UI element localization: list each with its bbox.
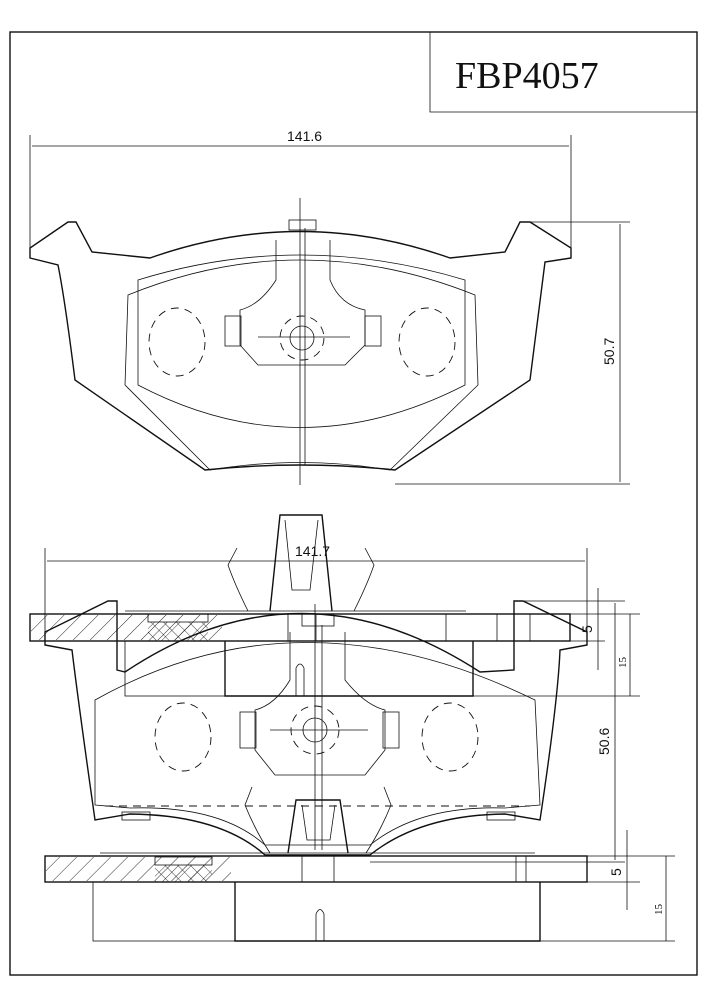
spring-clip-outline: [239, 240, 366, 366]
friction-material-section: [124, 640, 226, 697]
clip-tab-right: [382, 711, 400, 749]
pad-bottom-side-view: 5 15: [44, 786, 675, 942]
center-hole-ring: [290, 705, 340, 755]
clip-tab-left: [224, 315, 242, 347]
hole-right: [421, 702, 479, 772]
width-label: 141.6: [287, 128, 322, 144]
friction-material-outline: [124, 259, 479, 471]
hole-left: [148, 307, 206, 377]
spring-clip-inner: [284, 519, 319, 591]
spring-clip-inner: [301, 804, 336, 841]
slot: [315, 909, 325, 941]
hole-left: [154, 702, 212, 772]
center-hole: [302, 717, 328, 743]
friction-material-section-upper: [148, 622, 208, 641]
spring-clip-body: [269, 514, 333, 612]
friction-material-section: [92, 881, 236, 942]
friction-outline: [234, 882, 541, 942]
height-label: 50.7: [601, 338, 617, 365]
backing-plate-outline: [29, 221, 572, 471]
pad-bottom-front-view: 141.7 50.6: [44, 543, 625, 863]
friction-material-outline: [94, 642, 541, 846]
tab-left: [121, 811, 151, 821]
friction-outline: [224, 641, 474, 697]
tab-right: [486, 811, 516, 821]
plate-thickness-label: 5: [608, 868, 624, 876]
spring-clip-body: [287, 799, 349, 854]
slot: [295, 663, 305, 696]
center-hole-ring: [279, 315, 325, 361]
pad-top-side-view: 5 15: [29, 514, 640, 697]
pad-top-front-view: 141.6 50.7: [29, 128, 630, 485]
spring-clip-arm-right: [353, 547, 375, 612]
clip-tab-left: [239, 711, 257, 749]
clip-tab-right: [364, 315, 382, 347]
total-thickness-label: 15: [653, 904, 665, 916]
sensor-tab: [301, 855, 335, 883]
friction-inner-outline: [137, 254, 466, 428]
spring-clip-arm-left: [244, 786, 271, 854]
spring-clip-arm-left: [227, 547, 249, 612]
part-number: FBP4057: [455, 55, 599, 97]
title-box: [429, 32, 697, 113]
center-hole: [289, 325, 315, 351]
total-thickness-label: 15: [617, 657, 629, 669]
center-tab: [288, 219, 317, 231]
drawing-frame: [9, 31, 698, 976]
hole-right: [398, 307, 456, 377]
width-label: 141.7: [295, 543, 330, 559]
center-tab: [301, 613, 335, 627]
spring-clip-arm-right: [365, 786, 392, 854]
friction-material-section-upper: [155, 865, 212, 882]
height-label: 50.6: [596, 728, 612, 755]
spring-clip-outline: [254, 632, 386, 776]
